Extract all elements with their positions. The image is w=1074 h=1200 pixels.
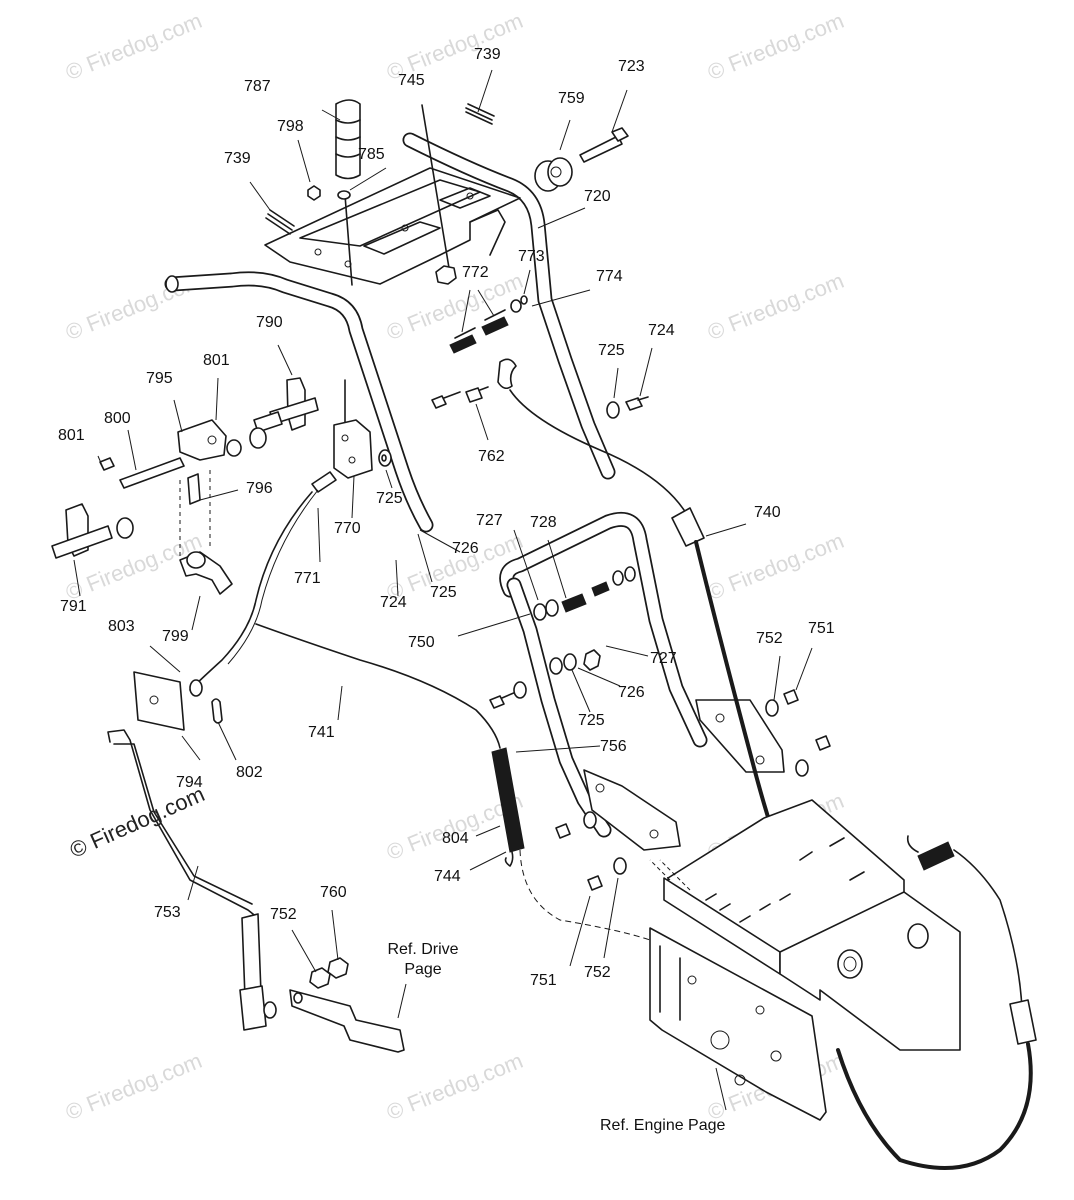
callout-724: 724 <box>380 594 407 611</box>
callout-752: 752 <box>270 906 297 923</box>
cable-771 <box>189 491 313 691</box>
callout-799: 799 <box>162 628 189 645</box>
callout-725: 725 <box>578 712 605 729</box>
callout-762: 762 <box>478 448 505 465</box>
callout-739: 739 <box>224 150 251 167</box>
bolts <box>431 358 649 419</box>
callout-720: 720 <box>584 188 611 205</box>
callout-801: 801 <box>58 427 85 444</box>
callout-723: 723 <box>618 58 645 75</box>
callout-751: 751 <box>530 972 557 989</box>
lower-handle <box>499 511 708 838</box>
callout-728: 728 <box>530 514 557 531</box>
rod <box>421 104 451 275</box>
spring-pin <box>265 103 495 235</box>
callout-801: 801 <box>203 352 230 369</box>
shift-lever-knob <box>307 99 361 286</box>
lower-linkage-plate <box>133 671 223 731</box>
cable-771-inner <box>227 489 319 665</box>
roller-assembly <box>534 127 629 192</box>
handle-brackets <box>555 689 831 891</box>
callout-770: 770 <box>334 520 361 537</box>
engine-bracket-housing <box>649 799 961 1121</box>
callout-741: 741 <box>308 724 335 741</box>
callout-739: 739 <box>474 46 501 63</box>
callout-798: 798 <box>277 118 304 135</box>
callout-760: 760 <box>320 884 347 901</box>
callout-785: 785 <box>358 146 385 163</box>
callout-773: 773 <box>518 248 545 265</box>
callout-750: 750 <box>408 634 435 651</box>
ref-drive-page-note: Ref. Drive Page <box>387 941 459 978</box>
bell-crank-assembly <box>51 377 319 595</box>
shift-rod <box>107 729 277 1031</box>
callout-774: 774 <box>596 268 623 285</box>
callout-796: 796 <box>246 480 273 497</box>
callout-727: 727 <box>476 512 503 529</box>
ref-engine-page-note: Ref. Engine Page <box>600 1117 726 1134</box>
callout-745: 745 <box>398 72 425 89</box>
callout-727: 727 <box>650 650 677 667</box>
callout-787: 787 <box>244 78 271 95</box>
callout-800: 800 <box>104 410 131 427</box>
callout-725: 725 <box>430 584 457 601</box>
callout-771: 771 <box>294 570 321 587</box>
compression-springs <box>449 295 528 354</box>
callout-790: 790 <box>256 314 283 331</box>
callout-795: 795 <box>146 370 173 387</box>
leader-lines <box>73 69 813 1111</box>
linkage-bracket <box>311 379 392 493</box>
callout-725: 725 <box>598 342 625 359</box>
callout-725: 725 <box>376 490 403 507</box>
handle-fasteners <box>489 566 636 709</box>
callout-759: 759 <box>558 90 585 107</box>
callout-772: 772 <box>462 264 489 281</box>
callout-752: 752 <box>756 630 783 647</box>
upper-handle <box>164 132 616 533</box>
callout-740: 740 <box>754 504 781 521</box>
callout-751: 751 <box>808 620 835 637</box>
engine-cable <box>836 835 1037 1170</box>
control-panel <box>264 167 521 285</box>
callout-756: 756 <box>600 738 627 755</box>
drive-link <box>289 957 405 1053</box>
callout-753: 753 <box>154 904 181 921</box>
callout-804: 804 <box>442 830 469 847</box>
callout-803: 803 <box>108 618 135 635</box>
callout-752: 752 <box>584 964 611 981</box>
callout-744: 744 <box>434 868 461 885</box>
nut <box>435 265 457 285</box>
callout-726: 726 <box>452 540 479 557</box>
callout-724: 724 <box>648 322 675 339</box>
cable-741 <box>255 623 651 941</box>
callout-802: 802 <box>236 764 263 781</box>
callout-726: 726 <box>618 684 645 701</box>
callout-794: 794 <box>176 774 203 791</box>
callout-791: 791 <box>60 598 87 615</box>
